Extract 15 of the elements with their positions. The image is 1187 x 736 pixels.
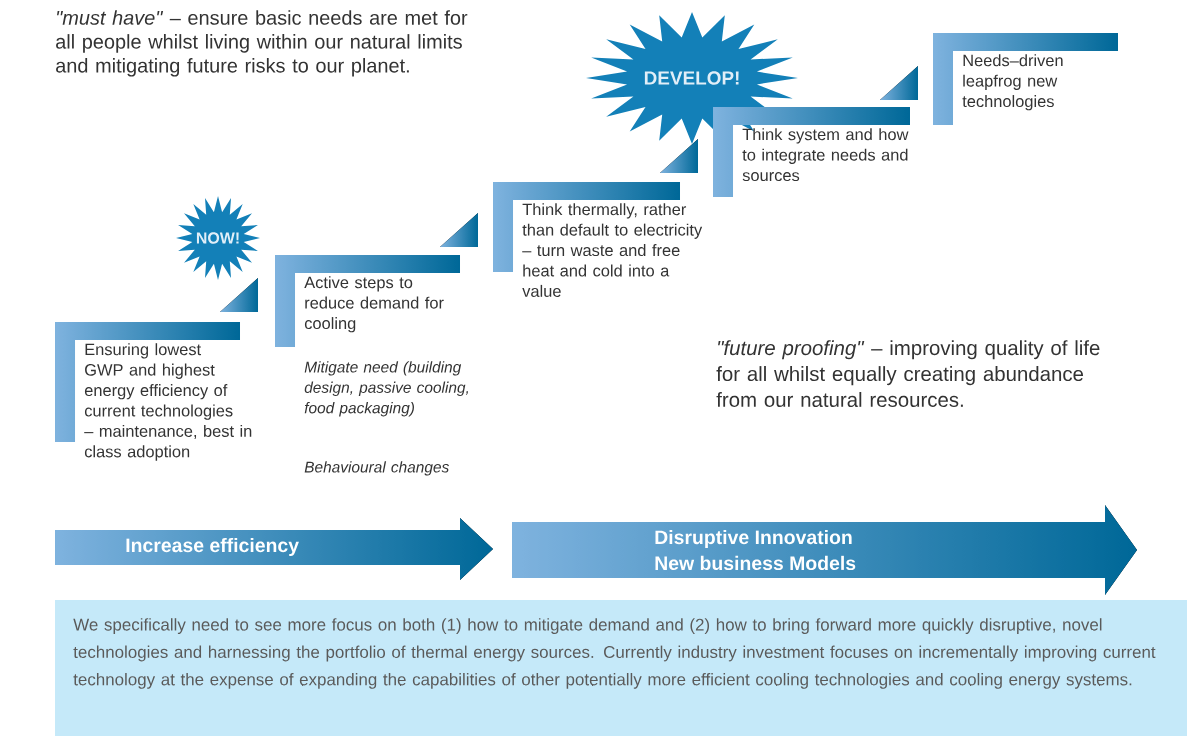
- quote-text: "must have" – ensure basic needs are met for all people whilst living within our natural limits and mitigating future risks to our planet.: [56, 10, 468, 77]
- quote-text: "future proofing" – improving quality of life for all whilst equally creating abundance from our natural resources.: [716, 340, 1100, 407]
- phase-banner: Disruptive Innovation New business Models: [512, 505, 1137, 595]
- italic-note: Mitigate need (building design, passive cooling, food packaging): [304, 361, 469, 417]
- step-box: Needs–driven leapfrog new technologies: [933, 33, 1118, 125]
- note-box: We specifically need to see more focus on both (1) how to mitigate demand and (2) how to bring forward more quickly disruptive, novel technologies and harnessing the portfolio of thermal energy sources. Currently industry investment focuses on incrementally improving current technology at the expense of expanding the capabilities of other potentially more efficient cooling technologies and cooling energy systems.: [55, 600, 1187, 736]
- italic-note: Behavioural changes: [304, 461, 449, 476]
- starburst: NOW!: [176, 196, 260, 280]
- step-box: Active steps to reduce demand for cooling: [275, 255, 460, 347]
- step-box: Ensuring lowest GWP and highest energy efficiency of current technologies – maintenance, best in class adoption: [55, 322, 252, 461]
- node-label: value: [522, 284, 561, 297]
- phase-banner: Increase efficiency: [55, 518, 493, 580]
- node-label: class adoption: [84, 445, 190, 461]
- step-box: Think thermally, rather than default to electricity – turn waste and free heat and cold into a value: [493, 182, 703, 297]
- step-box: Think system and how to integrate needs and sources: [713, 107, 910, 197]
